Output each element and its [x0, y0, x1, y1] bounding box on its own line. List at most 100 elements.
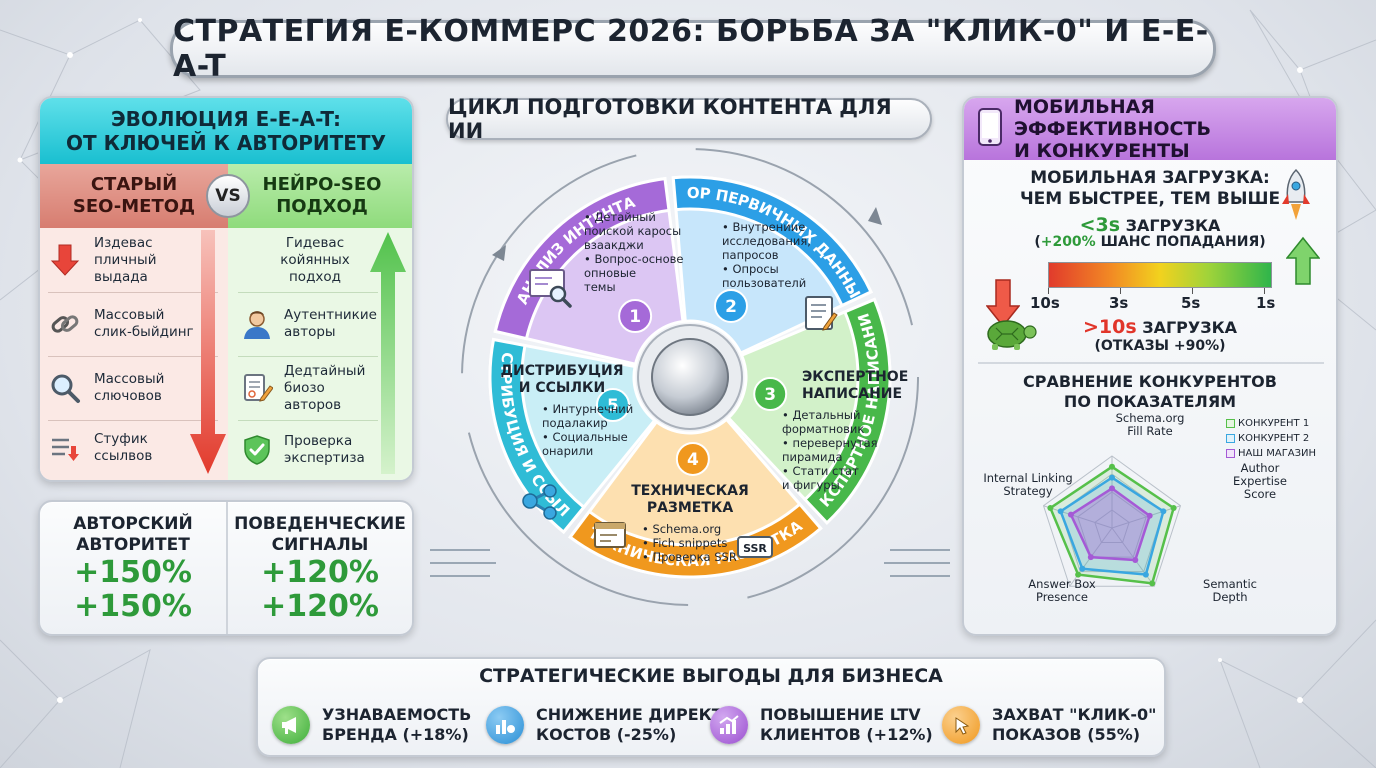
stage-bullet-4: • Fich snippets: [642, 536, 727, 550]
radar-point: [1075, 571, 1082, 578]
slow-load-note: (ОТКАЗЫ +90%): [1094, 338, 1226, 354]
radar-axis-label: Semantic: [1203, 577, 1257, 591]
stage-bullet-2: исследования,: [722, 234, 811, 248]
chart-coin-icon: [486, 706, 524, 744]
evolution-title-line1: ЭВОЛЮЦИЯ E-E-A-T:: [111, 107, 341, 131]
cycle-ring-band-3: [802, 297, 892, 525]
old-method-line2: SEO-МЕТОД: [72, 196, 196, 217]
stage-bullet-3: пирамида: [782, 450, 843, 464]
share-network-icon: [522, 484, 557, 520]
neuro-seo-line2: ПОДХОД: [276, 196, 368, 217]
radar-axis-label: Presence: [1036, 590, 1088, 604]
tick-label-3s: 3s: [1109, 294, 1129, 312]
old-method-header: СТАРЫЙ SEO-МЕТОД: [40, 164, 228, 228]
main-title: СТРАТЕГИЯ E-КОММЕРС 2026: БОРЬБА ЗА "КЛИ…: [170, 14, 1216, 84]
stage-bullet-2: • Опросы: [722, 262, 779, 276]
new-item-2-text: Аутентникие авторы: [284, 307, 377, 340]
stage-bullet-3: форматновик: [782, 422, 864, 436]
benefit-1-line1: УЗНАВАЕМОСТЬ: [322, 705, 472, 724]
radar-legend: КОНКУРЕНТ 1 КОНКУРЕНТ 2 НАШ МАГАЗИН: [1226, 416, 1316, 461]
author-authority-value: +150%: [74, 555, 192, 590]
neuro-seo-line1: НЕЙРО-SEO: [262, 174, 382, 195]
old-item-1-text: Издевас пличный выдада: [94, 234, 157, 285]
radar-point: [1160, 508, 1167, 515]
radar-axis-label: Score: [1244, 487, 1276, 501]
radar-axis-label: Fill Rate: [1127, 424, 1172, 438]
new-item-1-text: Гидевас койянных подход: [280, 234, 350, 285]
old-separator: [48, 420, 218, 421]
stage-bullet-1: • Детайный: [584, 210, 656, 224]
slow-load-value: >10s: [1082, 316, 1137, 338]
stage-bullet-1: взаакджи: [584, 238, 644, 252]
ssr-badge: SSR: [737, 536, 773, 558]
old-item-3-text: Массовый слючовов: [94, 371, 165, 404]
hub-knob: [651, 338, 729, 416]
mobile-load-line1: МОБИЛЬНАЯ ЗАГРУЗКА:: [1030, 168, 1270, 188]
radar-point: [1146, 512, 1153, 519]
section-divider: [978, 362, 1324, 364]
rocket-icon: [1282, 168, 1310, 220]
chain-link-icon: [48, 307, 82, 341]
stage-number-badge: [714, 288, 748, 323]
benefit-click-zero: ЗАХВАТ "КЛИК-0" ПОКАЗОВ (55%): [942, 699, 1156, 751]
stage-number-badge: [618, 299, 653, 334]
stage-bullet-1: темы: [584, 280, 616, 294]
radar-axis-label: Internal Linking: [983, 471, 1072, 485]
authority-stats-panel: АВТОРСКИЙ АВТОРИТЕТ +150% +150% ПОВЕДЕНЧ…: [38, 500, 414, 636]
author-authority-stat: АВТОРСКИЙ АВТОРИТЕТ +150% +150%: [40, 502, 226, 634]
radar-grid-ring: [1042, 455, 1182, 587]
search-screen-icon: [529, 269, 572, 308]
old-item-3: Массовый слючовов: [48, 356, 218, 420]
slow-load-line: >10s ЗАГРУЗКА: [964, 316, 1336, 338]
fast-load-line: <3s ЗАГРУЗКА: [964, 214, 1336, 236]
benefit-4-line2: ПОКАЗОВ (55%): [992, 725, 1141, 744]
evolution-header: ЭВОЛЮЦИЯ E-E-A-T: ОТ КЛЮЧЕЙ К АВТОРИТЕТУ: [40, 98, 412, 164]
radar-axis: [1111, 505, 1181, 529]
new-item-3-text: Дедтайный биозо авторов: [284, 362, 366, 413]
new-item-1: Гидевас койянных подход: [240, 228, 390, 292]
turtle-icon: [987, 320, 1037, 350]
fast-load-note-line: (+200% ШАНС ПОПАДАНИЯ): [964, 234, 1336, 250]
stage-bullet-1: поиской каросы: [584, 224, 681, 238]
radar-point: [1057, 508, 1064, 515]
legend-swatch: [1226, 449, 1235, 458]
old-item-4: Стуфик ссылвов: [48, 416, 218, 480]
radar-point: [1047, 504, 1054, 511]
tick-mark: [1264, 288, 1265, 294]
stage-number-badge: [675, 441, 710, 476]
author-authority-label-line1: АВТОРСКИЙ: [73, 514, 193, 534]
cycle-ring-band-5: [488, 337, 586, 535]
behavioral-signals-stat: ПОВЕДЕНЧЕСКИЕ СИГНАЛЫ +120% +120%: [226, 502, 412, 634]
benefit-1-line2: БРЕНДА (+18%): [322, 725, 469, 744]
radar-point: [1109, 463, 1115, 470]
eeat-evolution-panel: ЭВОЛЮЦИЯ E-E-A-T: ОТ КЛЮЧЕЙ К АВТОРИТЕТУ…: [38, 96, 414, 482]
fast-load-label: ЗАГРУЗКА: [1125, 216, 1221, 235]
stage-number-2: 2: [725, 297, 737, 317]
stage-number-badge: [595, 388, 630, 423]
legend-swatch: [1226, 419, 1235, 428]
radar-axis: [1043, 505, 1113, 529]
new-separator: [238, 292, 378, 293]
stage-number-4: 4: [687, 450, 699, 470]
survey-document-icon: [805, 296, 838, 331]
old-item-4-text: Стуфик ссылвов: [94, 431, 153, 464]
benefits-title: СТРАТЕГИЧЕСКИЕ ВЫГОДЫ ДЛЯ БИЗНЕСА: [479, 665, 943, 687]
benefit-3-line1: ПОВЫШЕНИЕ LTV: [760, 705, 921, 724]
cursor-click-icon: [942, 706, 980, 744]
benefit-4-line1: ЗАХВАТ "КЛИК-0": [992, 705, 1157, 724]
stage-bullet-1: опновые: [584, 266, 636, 280]
radar-point: [1067, 511, 1074, 518]
stage-bullet-4: • Проверка SSR: [642, 550, 737, 564]
old-item-2-text: Массовый слик-быйдинг: [94, 307, 194, 340]
radar-series-1: [1048, 465, 1176, 585]
smartphone-icon: [978, 107, 1002, 151]
green-up-arrow-icon: [1286, 236, 1320, 285]
shield-check-icon: [240, 433, 274, 467]
radar-axis-label: Depth: [1212, 590, 1247, 604]
radar-point: [1170, 504, 1177, 511]
radar-point: [1149, 580, 1156, 587]
new-item-4-text: Проверка экспертиза: [284, 433, 365, 466]
radar-point: [1109, 474, 1115, 481]
behavioral-signals-value: +120%: [261, 555, 379, 590]
benefit-2-line2: КОСТОВ (-25%): [536, 725, 677, 744]
